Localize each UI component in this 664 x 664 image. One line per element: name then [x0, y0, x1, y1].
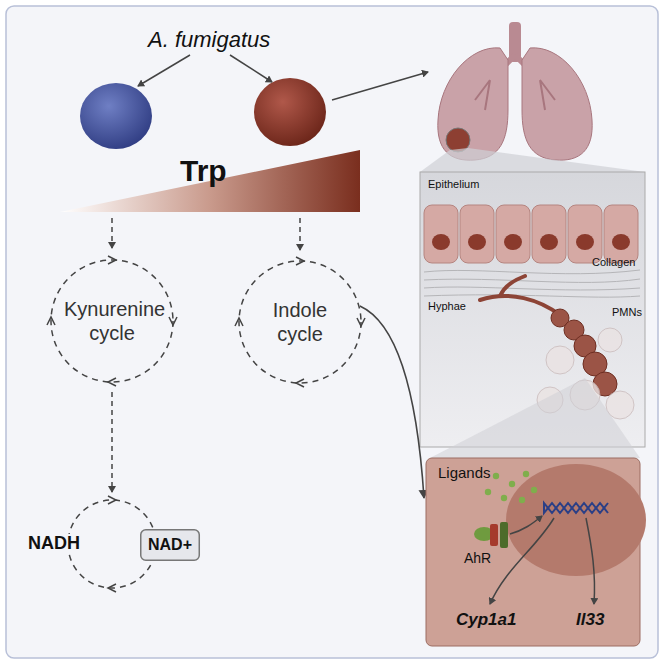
text-label: Hyphae: [428, 300, 466, 312]
inset-label: Ligands: [438, 464, 491, 481]
text-label: PMNs: [612, 306, 642, 318]
pathway-arrow: [360, 306, 424, 498]
inset-label: Cyp1a1: [456, 610, 516, 630]
text-label: A. fumigatus: [148, 28, 270, 52]
cycle-circle: Kynurenine cycle: [50, 259, 174, 383]
node-outline: [238, 260, 362, 384]
metabolite-box: NAD+: [140, 529, 200, 561]
text-label: Trp: [180, 154, 227, 187]
text-label: NADH: [26, 534, 82, 554]
node-label: Indole cycle: [252, 298, 348, 346]
inset-label: Il33: [576, 610, 604, 630]
cycle-circle: Indole cycle: [238, 260, 362, 384]
text-label: Collagen: [592, 256, 635, 268]
node-outline: [50, 259, 174, 383]
inset-label: AhR: [464, 550, 491, 566]
text-label: Epithelium: [428, 178, 479, 190]
cell-inset: LigandsAhR Cyp1a1 Il33: [426, 458, 640, 646]
node-label: Kynurenine cycle: [64, 297, 160, 345]
node-label: NAD+: [148, 536, 192, 554]
